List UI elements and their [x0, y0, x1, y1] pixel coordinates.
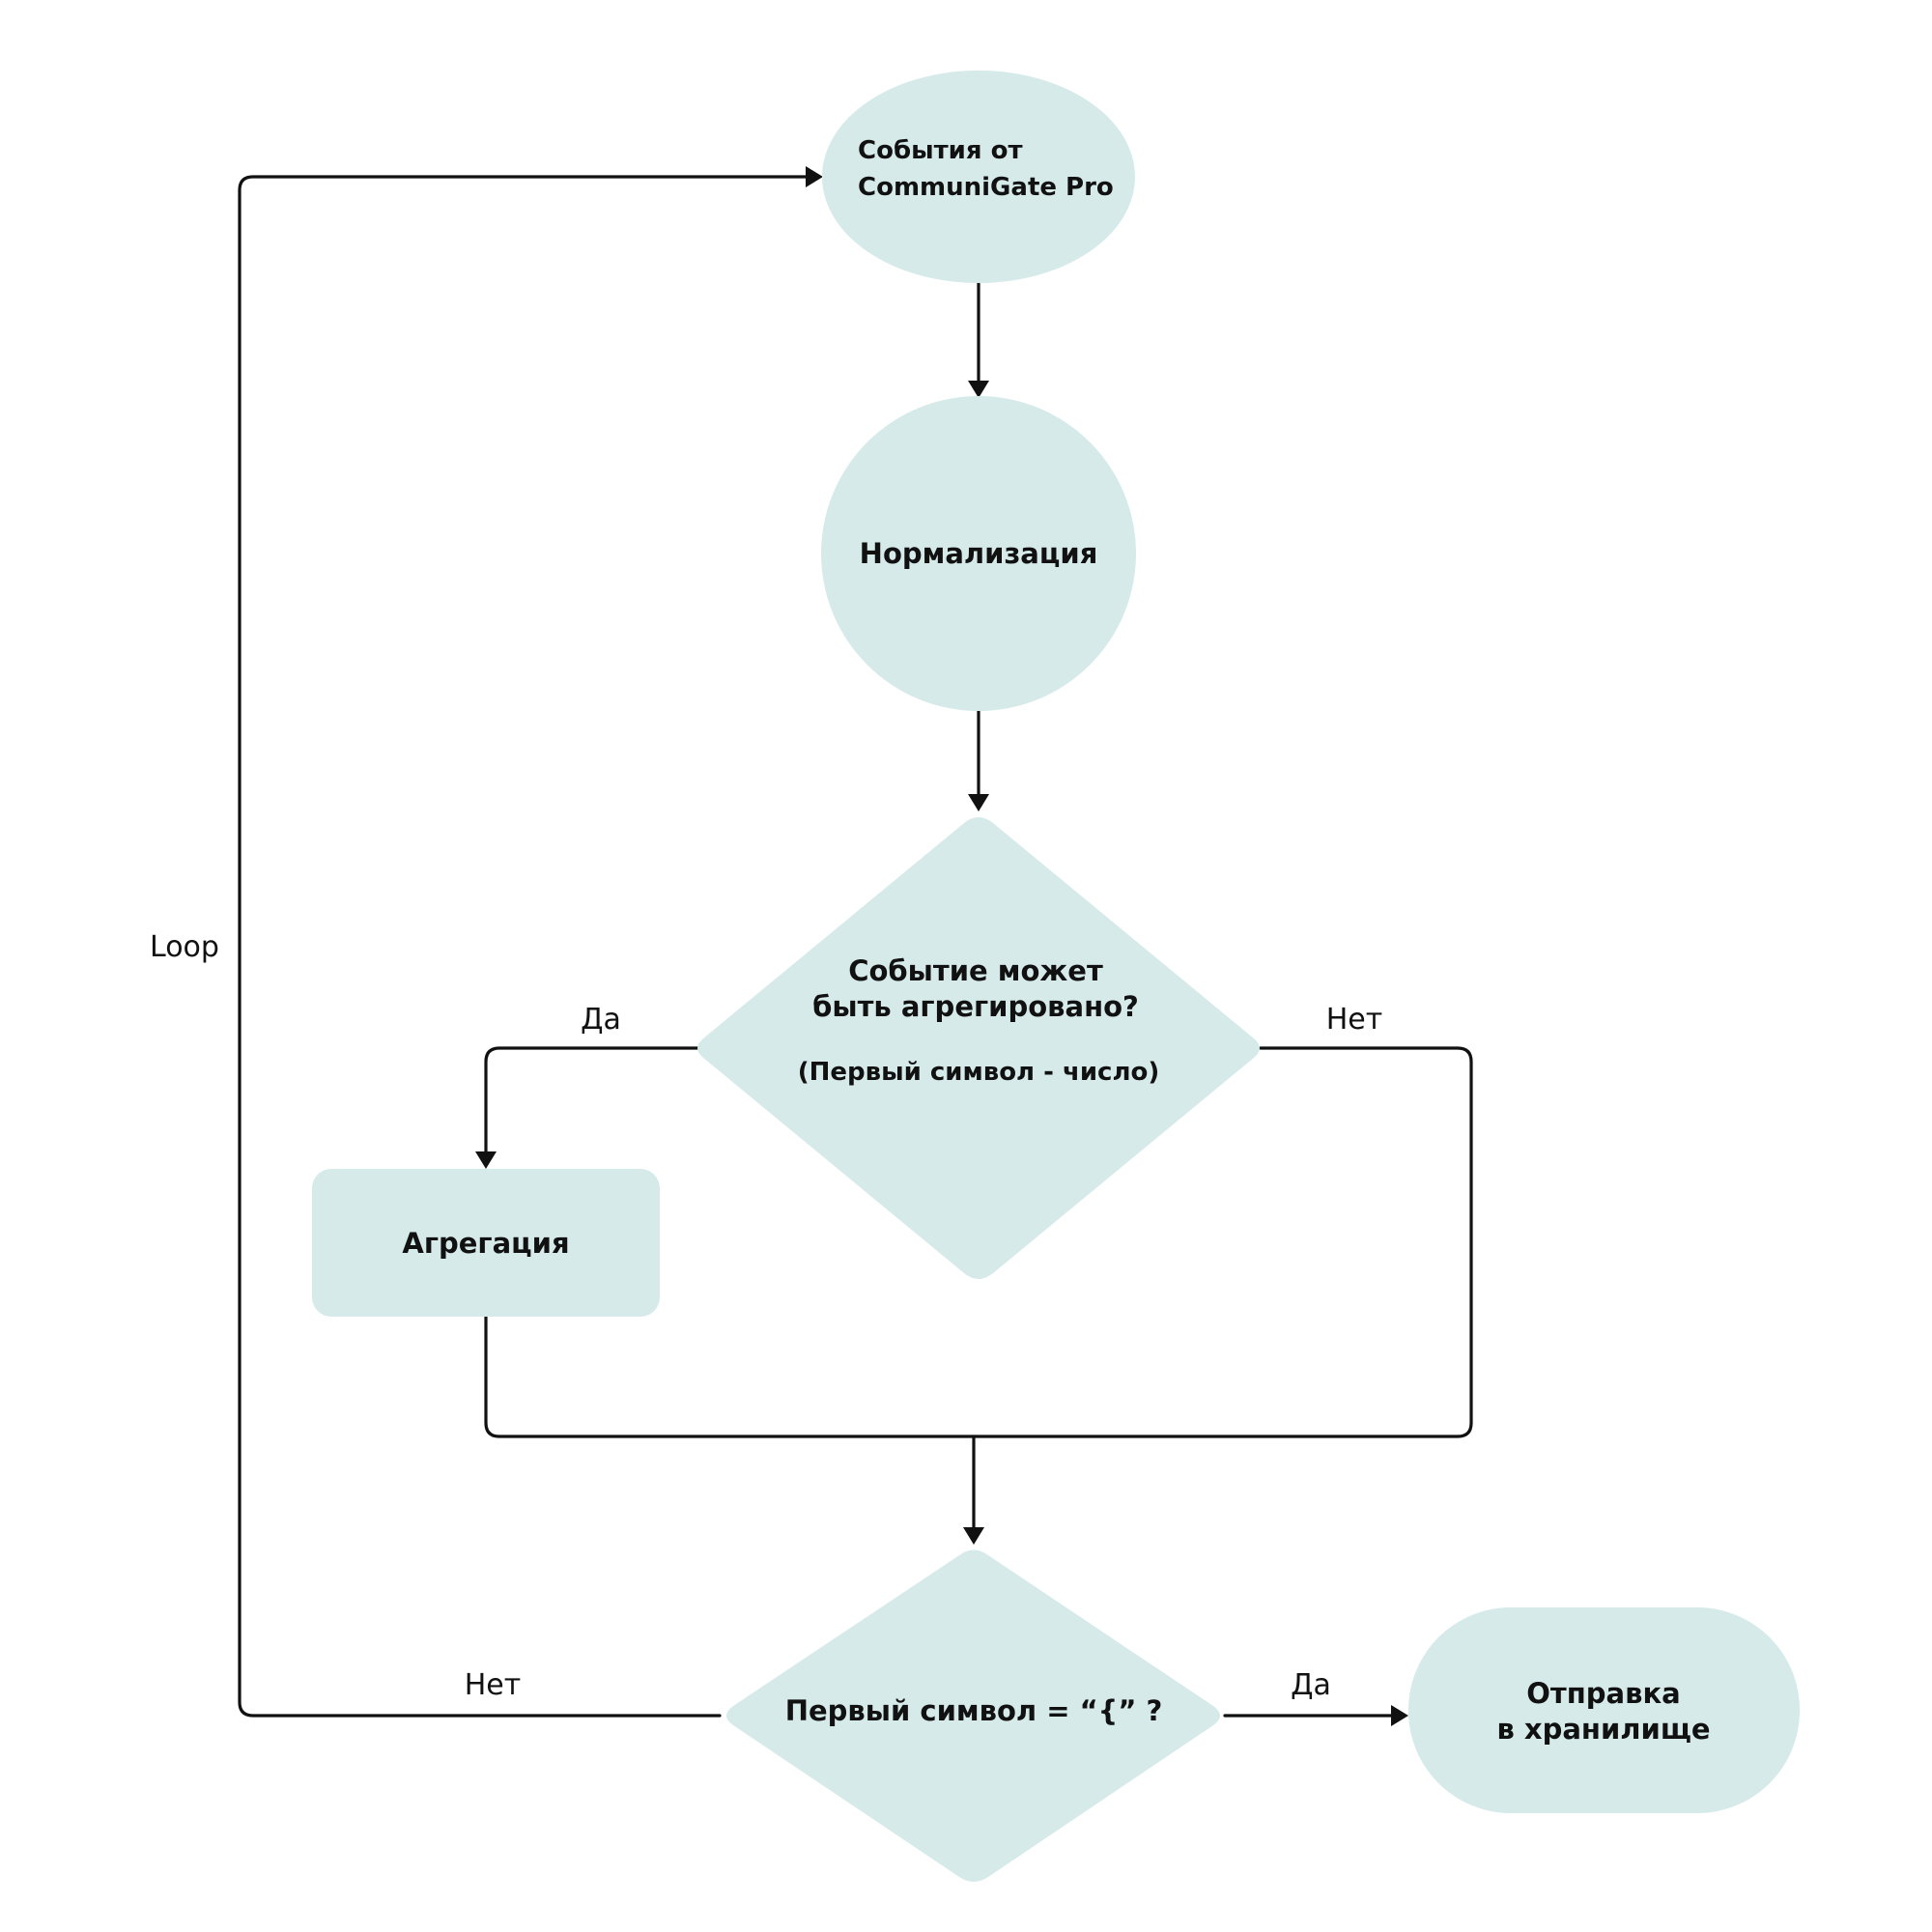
arrowhead-aggregation [475, 1151, 497, 1169]
edge-labels: Да Нет Нет Да Loop [150, 930, 1382, 1702]
arrowhead-normalization [968, 381, 989, 398]
diamond-shape [726, 1549, 1220, 1882]
node-aggregation: Агрегация [312, 1169, 660, 1317]
nodes: События от CommuniGate Pro Нормализация … [312, 71, 1800, 1882]
arrowhead-storage [1391, 1705, 1408, 1726]
node-can-aggregate-note: (Первый символ - число) [798, 1058, 1160, 1087]
ellipse-shape [822, 71, 1135, 283]
node-first-symbol-check: Первый символ = “{” ? [726, 1549, 1220, 1882]
edge-aggregation-to-merge [484, 1315, 976, 1438]
node-send-to-storage: Отправка в хранилище [1408, 1607, 1800, 1813]
node-send-to-storage-line1: Отправка [1526, 1677, 1680, 1710]
edge-symbol-no-loop [238, 175, 808, 1718]
node-can-aggregate: Событие может быть агрегировано? (Первый… [697, 817, 1260, 1279]
edge-label-symbol-yes: Да [1291, 1668, 1331, 1702]
node-events-source: События от CommuniGate Pro [822, 71, 1135, 283]
node-events-source-line1: События от [858, 136, 1023, 165]
node-events-source-line2: CommuniGate Pro [858, 173, 1114, 202]
circle-shape [821, 396, 1136, 711]
edge-label-symbol-no: Нет [465, 1668, 522, 1702]
stadium-shape [1408, 1607, 1800, 1813]
node-normalization-label: Нормализация [860, 537, 1098, 570]
node-can-aggregate-line2: быть агрегировано? [812, 990, 1139, 1023]
node-normalization: Нормализация [821, 396, 1136, 711]
edge-label-loop: Loop [150, 930, 219, 964]
edge-label-aggregate-yes: Да [581, 1003, 621, 1037]
node-send-to-storage-line2: в хранилище [1496, 1713, 1710, 1746]
node-aggregation-label: Агрегация [402, 1227, 569, 1260]
arrowhead-loop-to-events [806, 166, 823, 187]
arrowhead-decision [968, 794, 989, 811]
edges [238, 166, 1473, 1726]
node-can-aggregate-line1: Событие может [848, 954, 1103, 987]
edge-decision-no-to-merge [972, 1046, 1473, 1438]
edge-label-aggregate-no: Нет [1326, 1003, 1383, 1037]
arrowhead-symbol-check [963, 1527, 984, 1545]
rect-shape [312, 1169, 660, 1317]
diamond-shape [697, 817, 1260, 1279]
edge-decision-yes-to-aggregation [484, 1046, 699, 1153]
node-first-symbol-check-label: Первый символ = “{” ? [785, 1694, 1163, 1727]
